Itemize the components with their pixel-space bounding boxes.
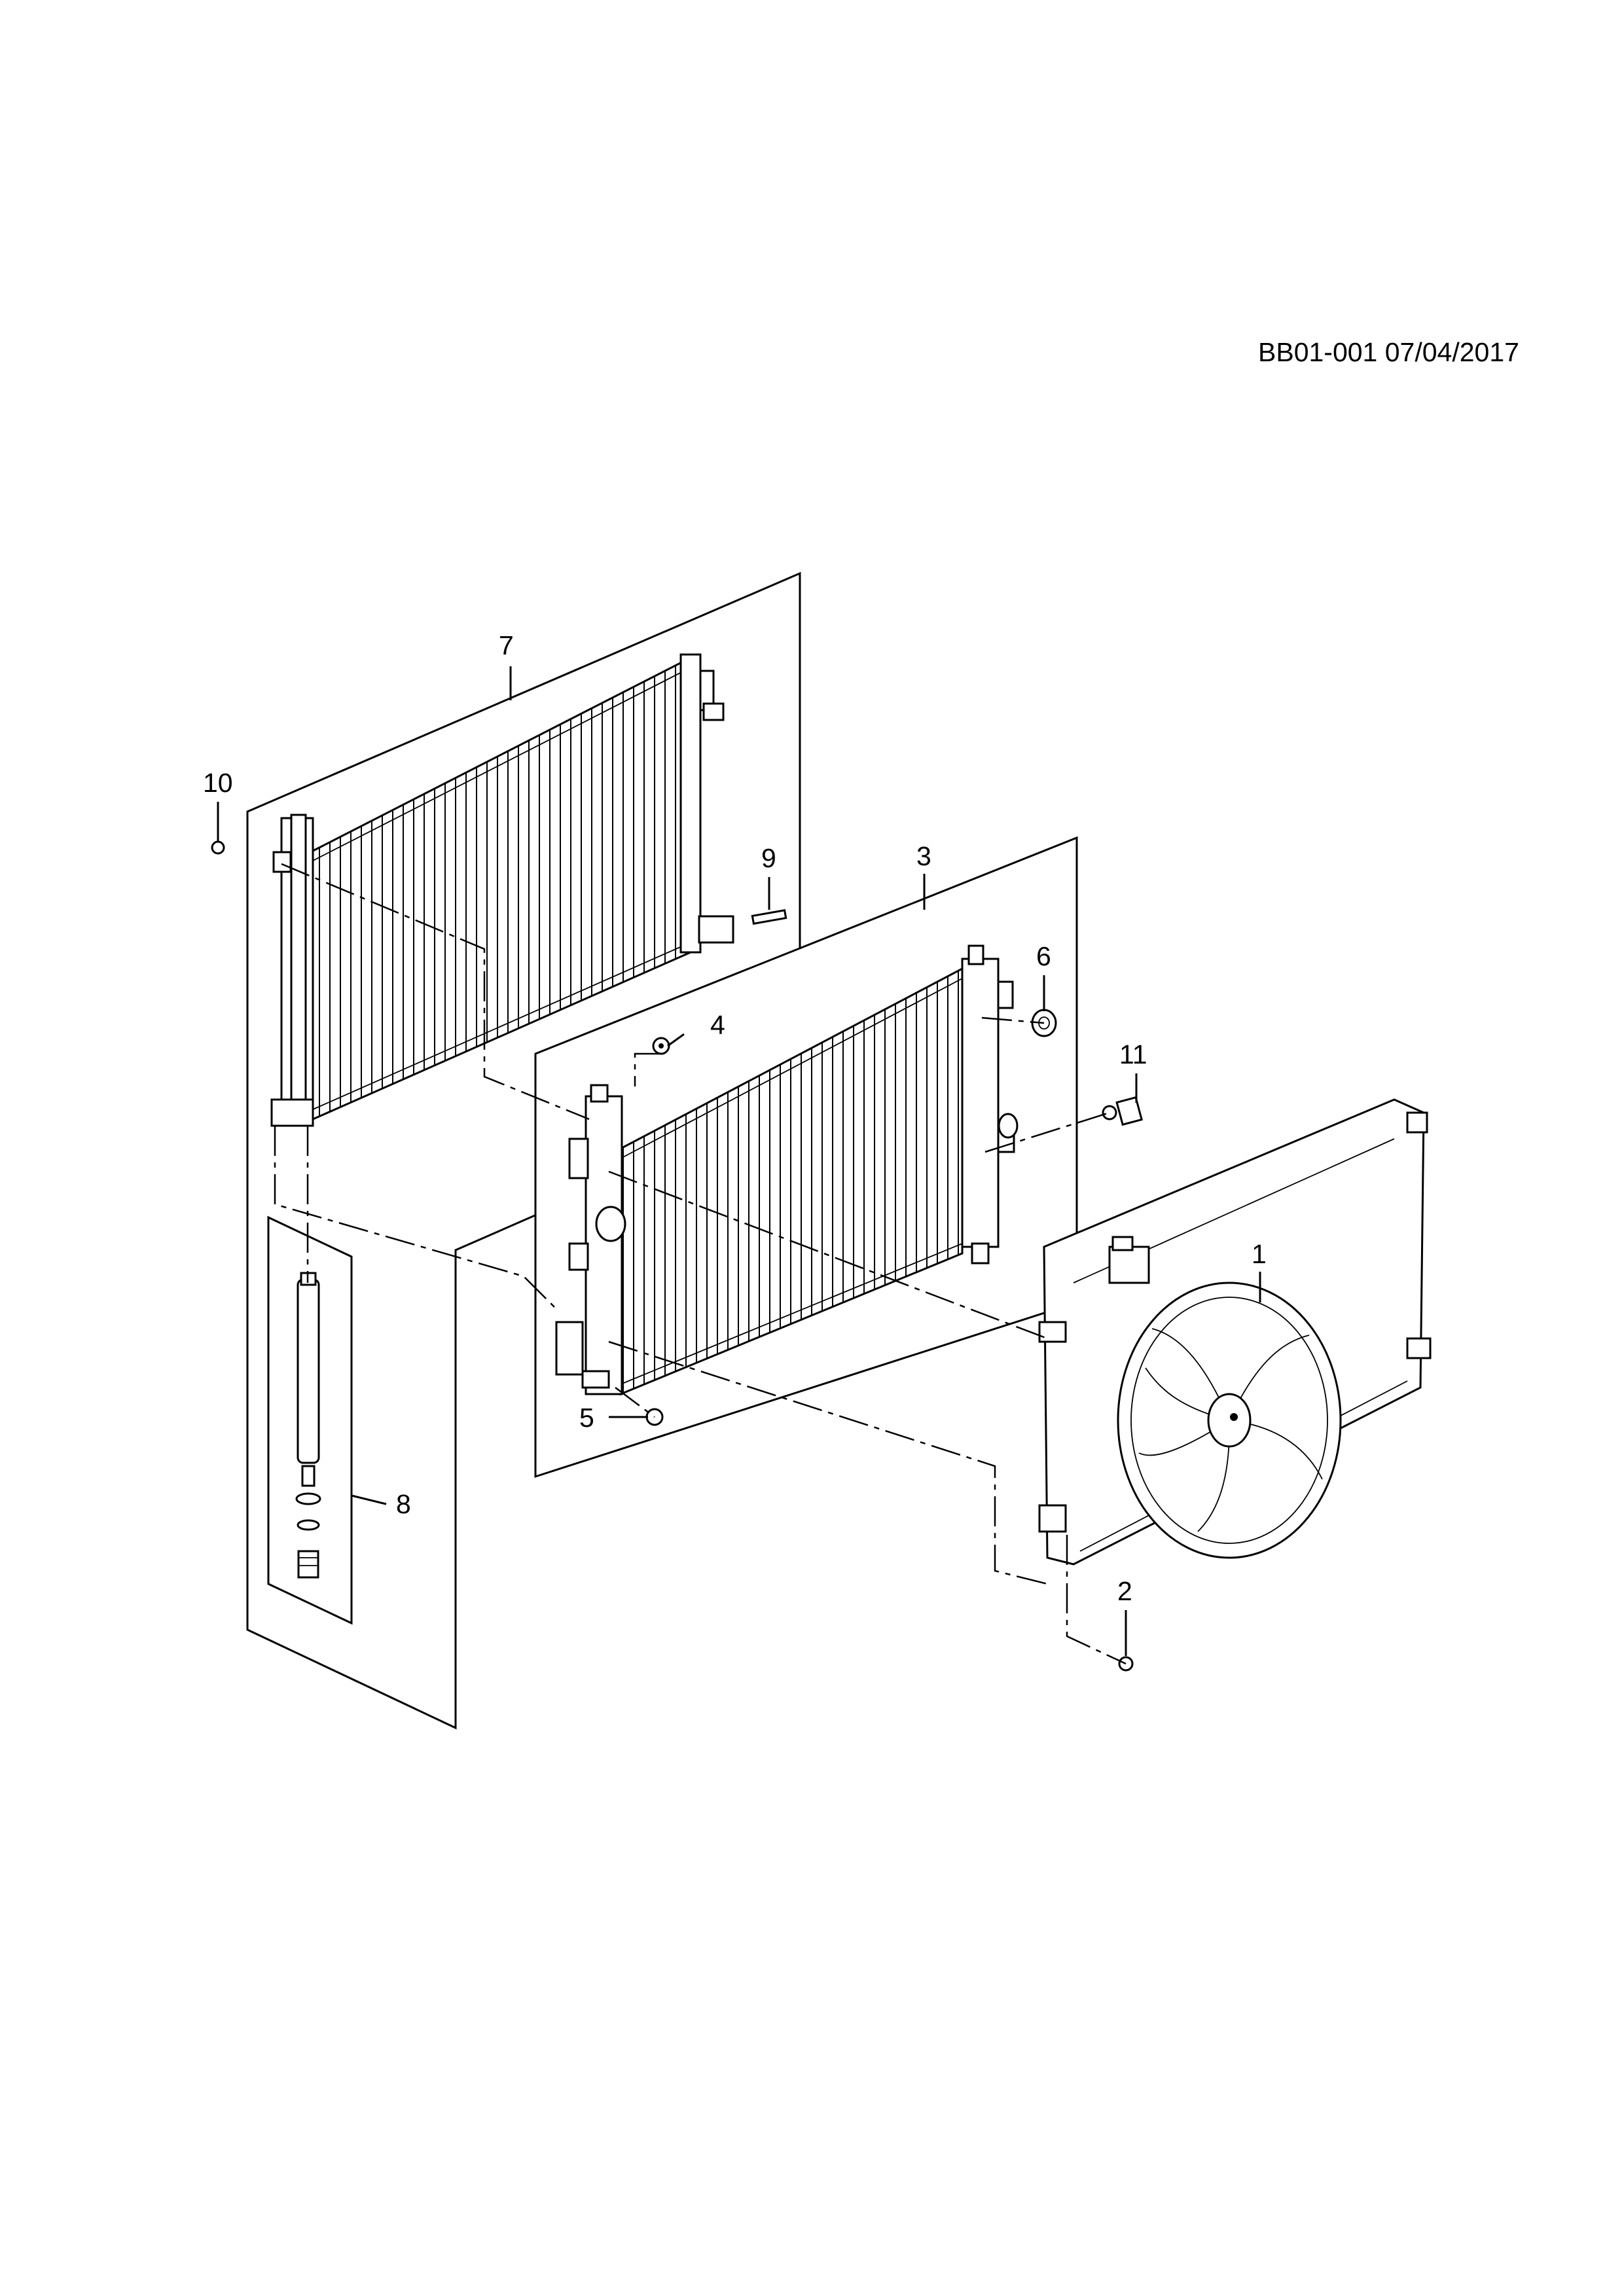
callout-9: 9 [761, 843, 776, 873]
assembly-lines [274, 863, 1127, 1665]
callout-8: 8 [396, 1489, 411, 1519]
leader-lines [217, 666, 1261, 1656]
clip-11 [1102, 1096, 1143, 1126]
pin-9 [751, 909, 787, 925]
bolt-10 [211, 840, 225, 855]
callout-11: 11 [1119, 1039, 1147, 1069]
receiver-dryer [295, 1272, 321, 1579]
callout-2: 2 [1117, 1576, 1132, 1606]
fan-shroud-assembly [1038, 1098, 1432, 1566]
callout-5: 5 [579, 1403, 594, 1433]
callout-1: 1 [1252, 1239, 1267, 1269]
radiator [555, 944, 1019, 1396]
diagram-reference: BB01-001 07/04/2017 [1258, 337, 1519, 367]
condenser [270, 653, 734, 1127]
callout-3: 3 [916, 841, 931, 871]
callout-6: 6 [1036, 941, 1051, 971]
callout-7: 7 [499, 630, 514, 660]
nut-4 [652, 1037, 670, 1055]
callout-4: 4 [710, 1010, 725, 1040]
callout-10: 10 [203, 768, 233, 798]
